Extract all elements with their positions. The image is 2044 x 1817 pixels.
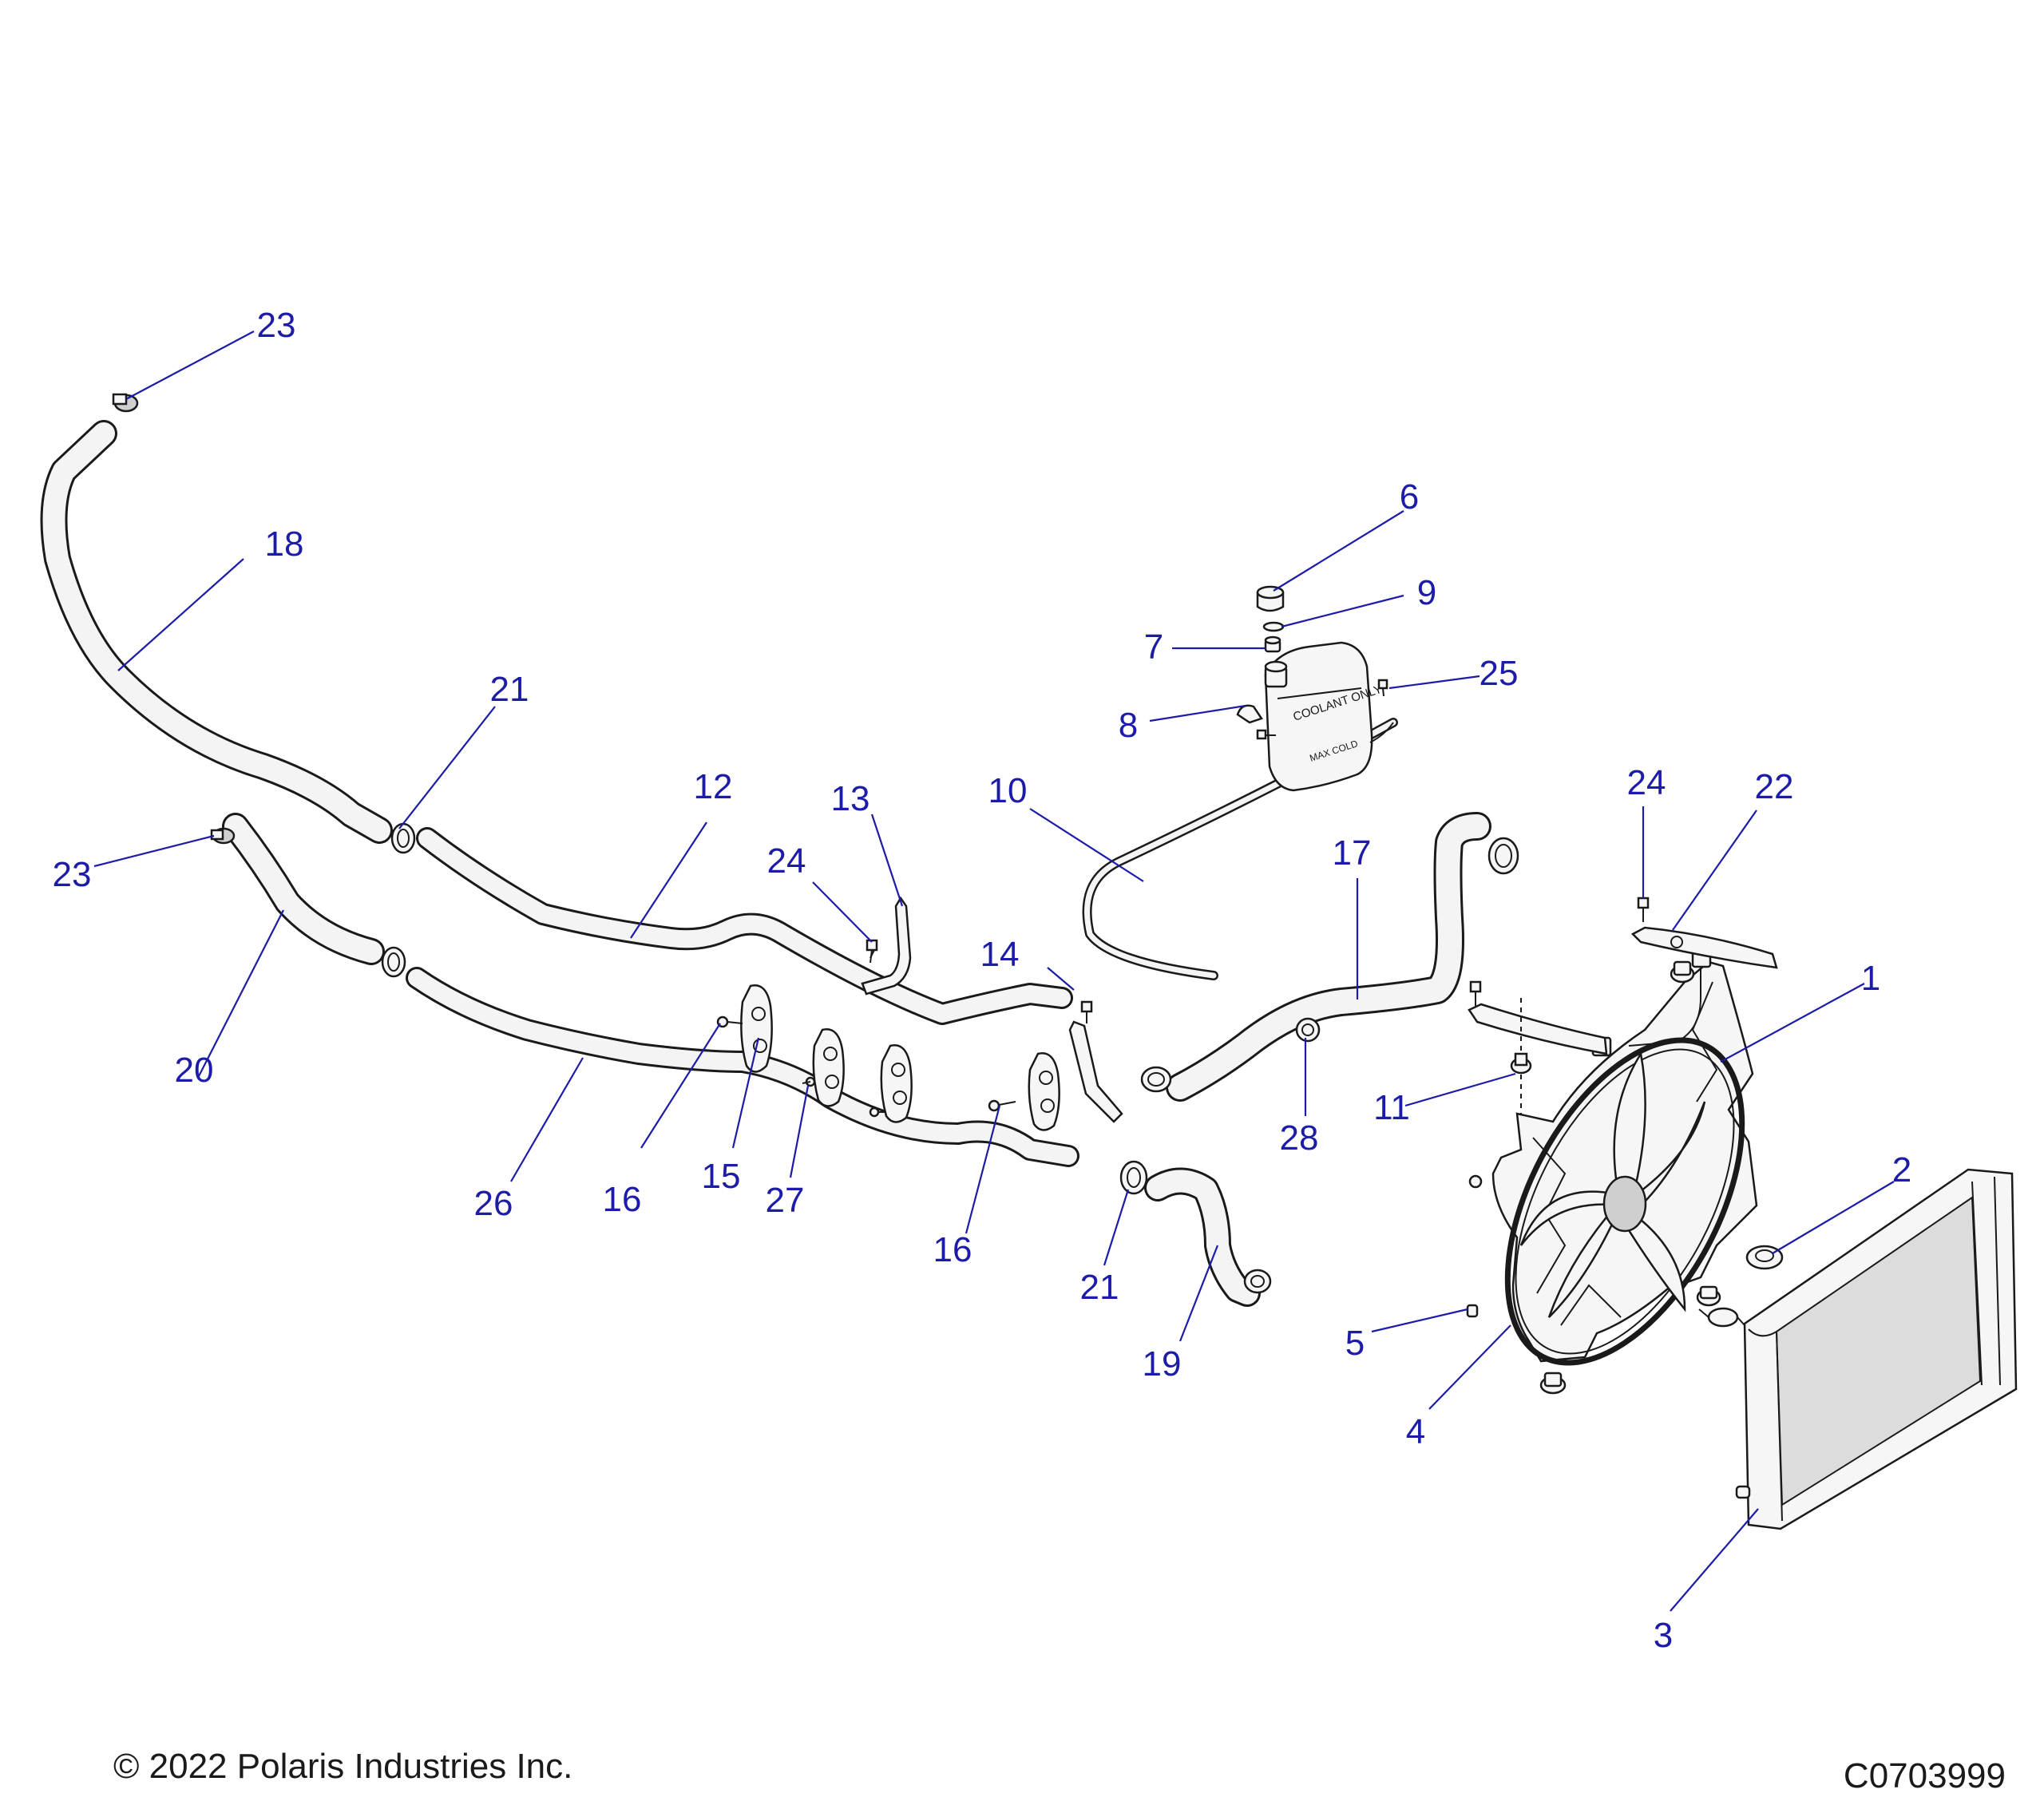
hose-17 [1166, 812, 1491, 1102]
fan-blades [1519, 1051, 1706, 1318]
bracket-22 [1630, 926, 1778, 969]
copyright-notice: © 2022 Polaris Industries Inc. [113, 1747, 573, 1786]
bolt-24-right [1637, 897, 1650, 922]
callout-27: 27 [766, 1181, 805, 1220]
screw-16-left [716, 1015, 743, 1028]
clamp-mount-15 [740, 984, 773, 1073]
cap-6 [1256, 585, 1285, 612]
radiator-fitting-bottom [1735, 1485, 1751, 1499]
hose-26 [406, 967, 1079, 1167]
grommet-bottom [1539, 1372, 1567, 1395]
screw-tank-lower [1256, 729, 1276, 740]
callout-18: 18 [265, 525, 304, 564]
clamp-mount-c [1028, 1052, 1060, 1131]
hose-20 [222, 813, 385, 965]
clamp-28 [1295, 1017, 1321, 1043]
callout-3: 3 [1654, 1616, 1673, 1655]
hose-12 [416, 827, 1073, 1025]
screw-25 [1377, 679, 1388, 697]
clamp-21-b [381, 946, 406, 978]
leader-lines [93, 331, 1895, 1612]
callout-20: 20 [175, 1051, 214, 1090]
callout-11: 11 [1373, 1088, 1410, 1127]
grommet-11 [1510, 1052, 1532, 1075]
clamp-21-c [1119, 1160, 1148, 1195]
callout-24-right: 24 [1627, 763, 1666, 802]
screw-small [869, 1106, 886, 1118]
screw-16-right [988, 1099, 1016, 1112]
callout-17: 17 [1333, 833, 1372, 873]
grommet-right-low [1696, 1285, 1721, 1307]
figure-id: C0703999 [1843, 1756, 2006, 1795]
clamp-mount-a [812, 1028, 845, 1107]
bolt-14 [1080, 1000, 1093, 1023]
callout-22: 22 [1755, 767, 1794, 806]
callout-23-left: 23 [53, 855, 92, 894]
callout-1: 1 [1861, 959, 1880, 998]
screw-27 [802, 1076, 816, 1087]
callout-4: 4 [1406, 1412, 1425, 1451]
callout-9: 9 [1417, 573, 1436, 612]
callout-26: 26 [474, 1184, 513, 1223]
callout-21-a: 21 [490, 670, 529, 709]
bolt-24-left [866, 939, 878, 964]
tank-neck [1264, 660, 1288, 688]
seal-7 [1264, 635, 1281, 653]
callout-10: 10 [988, 771, 1028, 810]
bracket-14 [1068, 1020, 1123, 1123]
hose-18 [40, 420, 393, 844]
callout-8: 8 [1119, 706, 1138, 745]
radiator-cap-2 [1745, 1245, 1784, 1270]
callout-2: 2 [1892, 1150, 1911, 1190]
callout-28: 28 [1280, 1118, 1319, 1158]
callout-16-left: 16 [603, 1180, 642, 1219]
callout-23-top: 23 [257, 306, 296, 345]
callout-19: 19 [1143, 1344, 1182, 1384]
callout-12: 12 [694, 767, 733, 806]
clamp-mount-b [880, 1044, 913, 1123]
radiator-neck [1698, 1307, 1745, 1328]
fan-ring [1504, 1037, 1745, 1366]
clamp-21-a [390, 822, 416, 854]
hose-19 [1144, 1167, 1261, 1307]
callout-14: 14 [980, 935, 1020, 974]
callout-5: 5 [1345, 1324, 1365, 1363]
bolt-11 [1469, 980, 1482, 1006]
callout-24-left: 24 [767, 841, 806, 881]
callout-15: 15 [702, 1157, 741, 1196]
clamp-23-top [112, 393, 139, 413]
clamp-17-top [1487, 837, 1519, 875]
coolant-tank: COOLANT ONLY MAX COLD [1264, 641, 1394, 792]
clamp-23-left [210, 827, 236, 845]
grommet-upper-right [1670, 960, 1695, 984]
bracket-8 [1236, 704, 1263, 724]
clamp-17-bottom [1140, 1066, 1172, 1093]
callout-16-right: 16 [933, 1230, 972, 1269]
seal-9 [1262, 621, 1285, 632]
clamp-19-end [1243, 1269, 1272, 1294]
radiator-3 [1743, 1168, 2018, 1530]
callout-6: 6 [1400, 477, 1419, 517]
grommet-left-mid [1468, 1174, 1483, 1189]
callout-7: 7 [1144, 627, 1163, 667]
grommet-5 [1466, 1304, 1479, 1318]
callout-13: 13 [831, 779, 870, 818]
callout-labels: 23 18 21 23 20 12 13 24 26 16 15 27 16 1… [53, 306, 1912, 1655]
callout-21-c: 21 [1080, 1268, 1119, 1307]
callout-25: 25 [1480, 654, 1519, 693]
